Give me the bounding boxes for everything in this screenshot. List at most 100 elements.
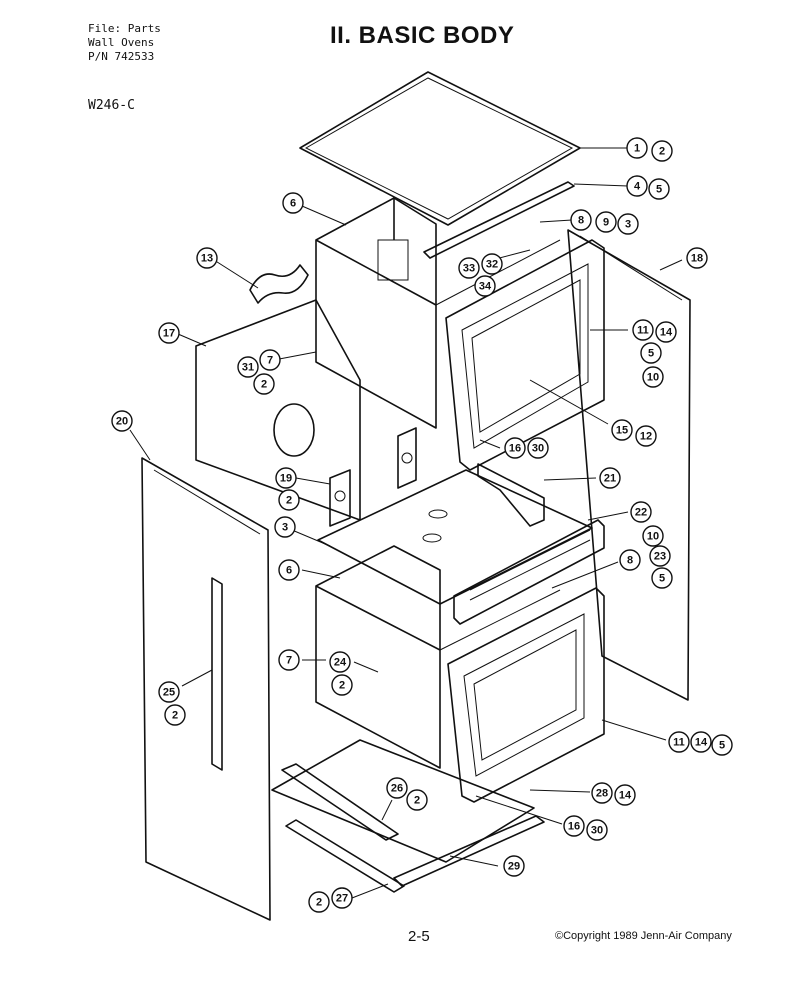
callout-c5: 5 xyxy=(648,178,670,200)
lower-oven-cavity xyxy=(315,545,441,769)
callout-number: 8 xyxy=(627,555,633,567)
callout-circle xyxy=(632,319,654,341)
callout-c5b: 5 xyxy=(640,342,662,364)
callout-number: 5 xyxy=(659,573,665,585)
upper-door-frame xyxy=(445,239,605,471)
callout-number: 2 xyxy=(339,680,345,692)
right-side-panel xyxy=(567,229,691,701)
side-trim-strip xyxy=(211,577,223,771)
callout-c8b: 8 xyxy=(619,549,641,571)
callout-c26: 26 xyxy=(386,777,408,799)
callout-number: 1 xyxy=(634,143,640,155)
lower-door-frame xyxy=(447,587,605,803)
bottom-rail xyxy=(281,763,399,841)
bottom-trim xyxy=(393,815,545,887)
callout-c17: 17 xyxy=(158,322,180,344)
callout-c32: 32 xyxy=(481,253,503,275)
callout-number: 29 xyxy=(508,861,520,873)
wiring-harness xyxy=(249,264,309,304)
callout-number: 11 xyxy=(673,737,685,749)
vent-grille xyxy=(453,519,605,625)
callout-c8: 8 xyxy=(570,209,592,231)
callout-number: 13 xyxy=(201,253,213,265)
callout-circle xyxy=(282,192,304,214)
vent-opening xyxy=(377,239,409,281)
callout-c7: 7 xyxy=(259,349,281,371)
callout-number: 5 xyxy=(648,348,654,360)
callout-circle xyxy=(655,321,677,343)
callout-number: 22 xyxy=(635,507,647,519)
callout-number: 20 xyxy=(116,416,128,428)
callout-c31: 31 xyxy=(237,356,259,378)
model-number: W246-C xyxy=(88,98,135,113)
callout-circle xyxy=(611,419,633,441)
callout-number: 30 xyxy=(591,825,603,837)
callout-c34: 34 xyxy=(474,275,496,297)
callout-circle xyxy=(599,467,621,489)
callout-c9: 9 xyxy=(595,211,617,233)
callout-circle xyxy=(253,373,275,395)
callout-circle xyxy=(626,137,648,159)
callout-circle xyxy=(686,247,708,269)
callout-circle xyxy=(329,651,351,673)
callout-c22: 22 xyxy=(630,501,652,523)
callout-circle xyxy=(278,489,300,511)
callout-circle xyxy=(158,681,180,703)
callout-number: 25 xyxy=(163,687,175,699)
callout-number: 3 xyxy=(625,219,631,231)
callout-circle xyxy=(237,356,259,378)
callout-number: 6 xyxy=(290,198,296,210)
top-panel xyxy=(299,71,581,226)
callout-number: 9 xyxy=(603,217,609,229)
callout-c7b: 7 xyxy=(278,649,300,671)
callout-number: 28 xyxy=(596,788,608,800)
callout-c30: 30 xyxy=(527,437,549,459)
callout-c28: 28 xyxy=(591,782,613,804)
callout-c20: 20 xyxy=(111,410,133,432)
callout-c5d: 5 xyxy=(711,734,733,756)
callout-number: 10 xyxy=(647,372,659,384)
callout-number: 5 xyxy=(656,184,662,196)
callout-number: 4 xyxy=(634,181,641,193)
callout-circle xyxy=(651,140,673,162)
callout-c12: 12 xyxy=(635,425,657,447)
side-bracket xyxy=(329,469,351,527)
callout-number: 2 xyxy=(286,495,292,507)
callout-c10: 10 xyxy=(642,366,664,388)
callout-c1: 1 xyxy=(626,137,648,159)
callout-circle xyxy=(386,777,408,799)
callout-c25: 25 xyxy=(158,681,180,703)
callout-c11b: 11 xyxy=(668,731,690,753)
callout-number: 18 xyxy=(691,253,703,265)
document-header: File: Parts Wall Ovens P/N 742533 xyxy=(88,22,161,64)
callout-number: 27 xyxy=(336,893,348,905)
bottom-panel xyxy=(271,739,535,863)
callout-circle xyxy=(406,789,428,811)
callout-c11: 11 xyxy=(632,319,654,341)
callout-c2g: 2 xyxy=(308,891,330,913)
callout-circle xyxy=(331,887,353,909)
callout-number: 31 xyxy=(242,362,254,374)
callout-circle xyxy=(158,322,180,344)
callout-number: 2 xyxy=(316,897,322,909)
callout-number: 15 xyxy=(616,425,628,437)
callout-c24: 24 xyxy=(329,651,351,673)
front-rail xyxy=(285,819,405,893)
callout-circle xyxy=(278,559,300,581)
callout-number: 12 xyxy=(640,431,652,443)
left-rear-panel xyxy=(195,299,361,521)
callout-number: 17 xyxy=(163,328,175,340)
callout-circle xyxy=(595,211,617,233)
callout-number: 11 xyxy=(637,325,649,337)
divider-bracket xyxy=(477,463,545,527)
leader-lines xyxy=(129,147,683,899)
callout-c16: 16 xyxy=(504,437,526,459)
callout-circle xyxy=(527,437,549,459)
callout-number: 6 xyxy=(286,565,292,577)
callout-circle xyxy=(111,410,133,432)
callout-c3: 3 xyxy=(617,213,639,235)
callout-c4: 4 xyxy=(626,175,648,197)
callout-circle xyxy=(591,782,613,804)
callout-circle xyxy=(640,342,662,364)
